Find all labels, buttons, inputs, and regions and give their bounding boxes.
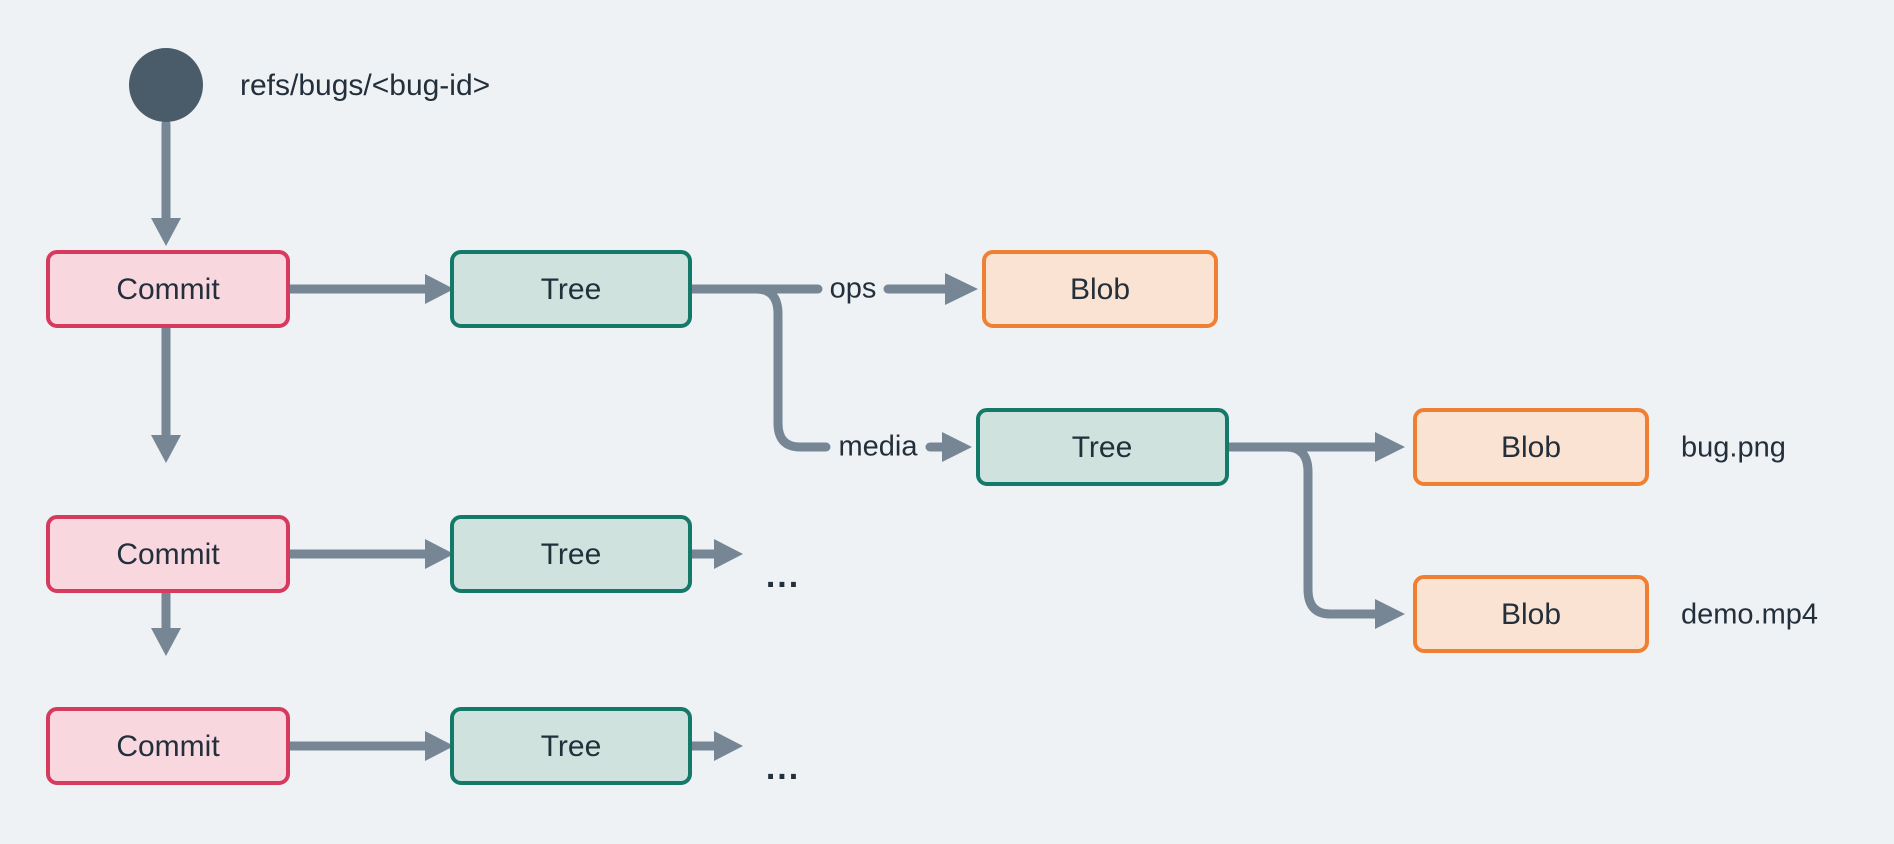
edge-tree1-to-media-label [685, 284, 831, 452]
edge-commit1-to-tree1 [283, 274, 454, 304]
edge-tree2-to-ellipsis [685, 539, 743, 569]
side-label-demo-mp4: demo.mp4 [1681, 599, 1818, 631]
node-label: Commit [116, 730, 220, 763]
node-box[interactable] [1413, 575, 1649, 653]
node-box[interactable] [46, 707, 290, 785]
node-commit-2[interactable]: Commit [46, 515, 290, 593]
node-box[interactable] [976, 408, 1229, 486]
node-label: Tree [541, 538, 602, 571]
node-label: Tree [541, 273, 602, 306]
node-box[interactable] [1413, 408, 1649, 486]
node-tree-3[interactable]: Tree [450, 707, 692, 785]
arrow-head-icon [945, 273, 978, 305]
node-box[interactable] [450, 707, 692, 785]
edge-ops-to-blob [883, 273, 978, 305]
arrow-head-icon [425, 539, 454, 569]
ellipsis-tree3: ... [766, 749, 800, 787]
node-box[interactable] [46, 250, 290, 328]
edge-root-to-commit1 [151, 119, 181, 246]
edge-tree3-to-ellipsis [685, 731, 743, 761]
edge-label-ops: ops [830, 273, 877, 305]
edge-commit2-to-commit3 [151, 578, 181, 656]
arrow-head-icon [151, 435, 181, 463]
node-label: Tree [1072, 431, 1133, 464]
ref-label: refs/bugs/<bug-id> [240, 69, 490, 102]
side-label-bug-png: bug.png [1681, 432, 1786, 464]
arrow-head-icon [1375, 432, 1405, 462]
arrow-head-icon [714, 539, 743, 569]
node-box[interactable] [450, 250, 692, 328]
edge-commit3-to-tree3 [283, 731, 454, 761]
edge-label-media: media [839, 431, 919, 463]
arrow-head-icon [425, 731, 454, 761]
edge-media-to-tree [925, 432, 972, 462]
edge-line [1222, 442, 1380, 619]
node-blob-bug-png[interactable]: Blob [1413, 408, 1649, 486]
edge-line [685, 284, 831, 452]
ellipsis-tree2: ... [766, 557, 800, 595]
node-blob-demo-mp4[interactable]: Blob [1413, 575, 1649, 653]
node-label: Blob [1501, 431, 1561, 464]
arrow-head-icon [1375, 599, 1405, 629]
node-label: Blob [1070, 273, 1130, 306]
node-tree-1[interactable]: Tree [450, 250, 692, 328]
node-tree-media[interactable]: Tree [976, 408, 1229, 486]
node-label: Commit [116, 273, 220, 306]
ref-circle-icon[interactable] [129, 48, 203, 122]
node-commit-1[interactable]: Commit [46, 250, 290, 328]
edge-commit1-to-commit2 [151, 320, 181, 463]
node-box[interactable] [982, 250, 1218, 328]
edge-treemedia-to-blob-mp4 [1222, 442, 1405, 629]
ref-root-node[interactable] [129, 48, 203, 122]
arrow-head-icon [151, 218, 181, 246]
arrow-head-icon [151, 628, 181, 656]
node-commit-3[interactable]: Commit [46, 707, 290, 785]
node-label: Tree [541, 730, 602, 763]
node-label: Commit [116, 538, 220, 571]
node-blob-ops[interactable]: Blob [982, 250, 1218, 328]
node-label: Blob [1501, 598, 1561, 631]
arrow-head-icon [714, 731, 743, 761]
node-box[interactable] [46, 515, 290, 593]
arrow-head-icon [942, 432, 972, 462]
arrow-head-icon [425, 274, 454, 304]
node-box[interactable] [450, 515, 692, 593]
edge-commit2-to-tree2 [283, 539, 454, 569]
node-tree-2[interactable]: Tree [450, 515, 692, 593]
